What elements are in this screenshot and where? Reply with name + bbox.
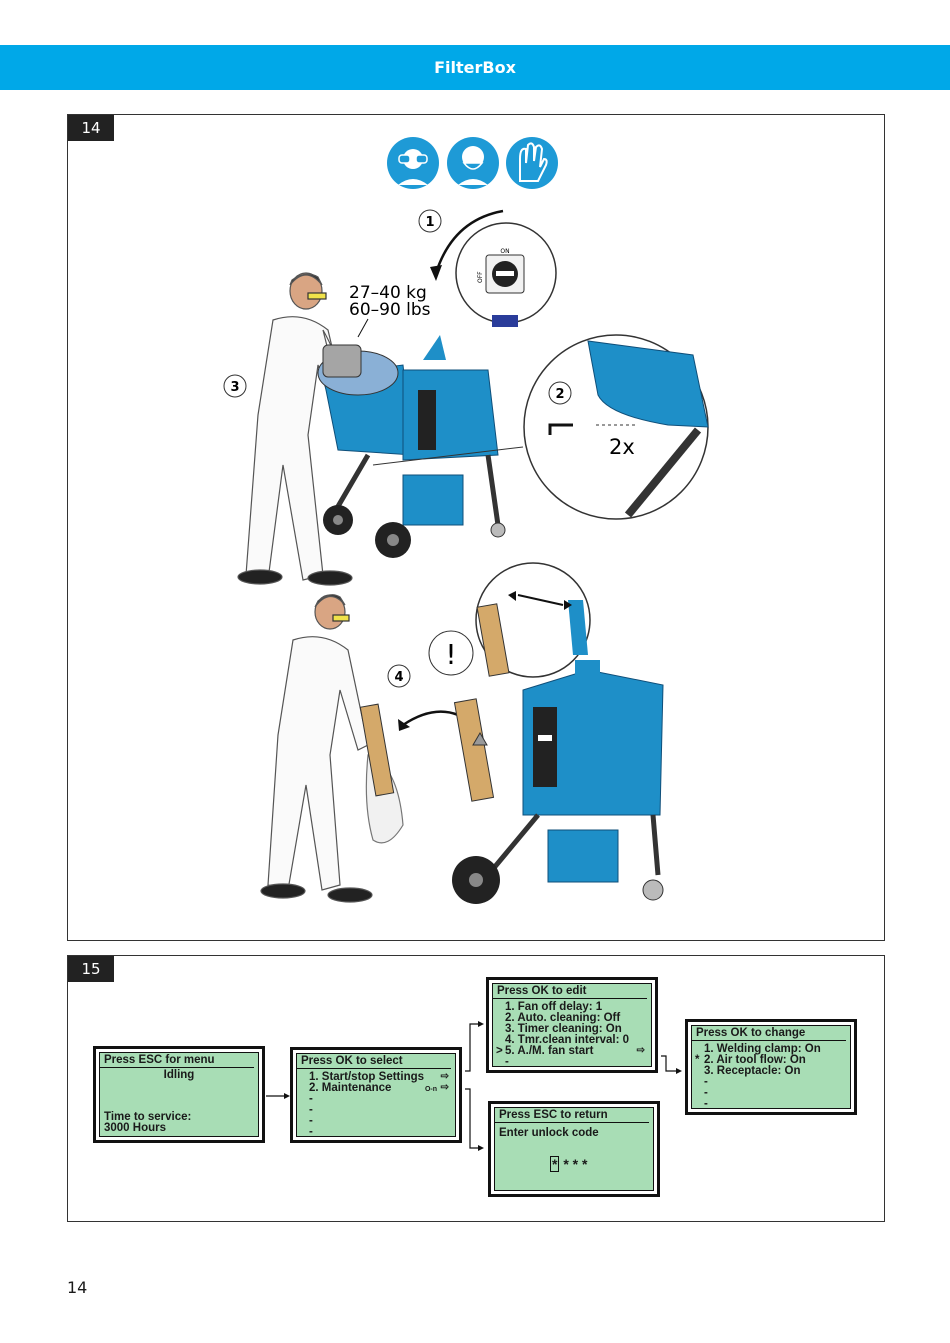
lcd-main-status: Idling	[163, 1069, 195, 1081]
code-digit-active[interactable]: *	[550, 1156, 560, 1172]
lcd-screen-select: Press OK to select 1. Start/stop Setting…	[290, 1047, 462, 1143]
lcd-service-value: 3000 Hours	[104, 1122, 167, 1134]
lcd-unlock-title: Press ESC to return	[495, 1108, 649, 1123]
lcd-select-item: -	[309, 1093, 313, 1105]
lcd-screen-change: Press OK to change 1. Welding clamp: On …	[685, 1019, 857, 1115]
lcd-edit-item[interactable]: 2. Auto. cleaning: Off	[505, 1012, 621, 1024]
header-bar: FilterBox	[0, 45, 950, 90]
callout-2: 2	[555, 387, 564, 402]
step-15-panel: 15 Press ESC for menu Idling Time to ser…	[67, 955, 885, 1222]
lcd-edit-item: -	[505, 1056, 509, 1068]
dust-mask-icon	[447, 137, 499, 189]
step-14-illustration: 1 ON OFF 27–40 kg 60–90 lbs 3	[223, 137, 709, 904]
lcd-edit-cursor: >	[496, 1045, 503, 1057]
lcd-screen-main: Press ESC for menu Idling Time to servic…	[93, 1046, 265, 1143]
filterbox-machine-2	[452, 660, 664, 904]
lcd-change-marker: *	[695, 1054, 700, 1066]
lcd-service-label: Time to service:	[104, 1111, 192, 1123]
lcd-screen-edit: Press OK to edit 1. Fan off delay: 1 2. …	[486, 977, 658, 1073]
switch-off-label: OFF	[477, 271, 484, 283]
step-15-arrows	[266, 1021, 682, 1151]
code-digits-rest: * * *	[563, 1156, 588, 1172]
header-title: FilterBox	[434, 58, 516, 77]
lcd-edit-item[interactable]: 5. A./M. fan start	[505, 1045, 594, 1057]
safety-glasses-icon	[387, 137, 439, 189]
weight-kg: 27–40 kg	[349, 283, 427, 303]
lcd-select-item[interactable]: 2. Maintenance	[309, 1082, 392, 1094]
lcd-change-item: -	[704, 1076, 708, 1088]
lcd-change-item: -	[704, 1098, 708, 1110]
gloves-icon	[506, 137, 558, 189]
lcd-screen-unlock: Press ESC to return Enter unlock code * …	[488, 1101, 660, 1197]
lcd-change-item: -	[704, 1087, 708, 1099]
callout-1: 1	[425, 215, 434, 230]
submenu-arrow-icon: ⇨	[440, 1071, 449, 1082]
lcd-edit-item[interactable]: 4. Tmr.clean interval: 0	[505, 1034, 630, 1046]
lcd-select-item: -	[309, 1104, 313, 1116]
lcd-change-item[interactable]: 3. Receptacle: On	[704, 1065, 801, 1077]
lcd-select-item: -	[309, 1126, 313, 1138]
submenu-arrow-icon: ⇨	[636, 1045, 645, 1056]
callout-3: 3	[230, 380, 239, 395]
switch-on-label: ON	[500, 248, 509, 255]
step-15-tag: 15	[68, 956, 114, 982]
lcd-main-title: Press ESC for menu	[100, 1053, 254, 1068]
lcd-edit-item[interactable]: 1. Fan off delay: 1	[505, 1001, 603, 1013]
screws-count: 2x	[609, 435, 635, 459]
lcd-unlock-prompt: Enter unlock code	[499, 1127, 599, 1139]
filterbox-machine-1	[317, 335, 506, 558]
lcd-change-item[interactable]: 1. Welding clamp: On	[704, 1043, 821, 1055]
key-icon: O‑n	[424, 1086, 437, 1093]
step-14-tag: 14	[68, 115, 114, 141]
lcd-edit-item[interactable]: 3. Timer cleaning: On	[505, 1023, 622, 1035]
lcd-edit-title: Press OK to edit	[493, 984, 647, 999]
lcd-change-title: Press OK to change	[692, 1026, 846, 1041]
weight-lbs: 60–90 lbs	[349, 300, 431, 320]
callout-4: 4	[394, 670, 403, 685]
lcd-select-item[interactable]: 1. Start/stop Settings	[309, 1071, 425, 1083]
lcd-change-item[interactable]: 2. Air tool flow: On	[704, 1054, 806, 1066]
step-14-panel: 14 1 ON OFF	[67, 114, 885, 941]
warning-mark: !	[445, 638, 456, 671]
lcd-select-item: -	[309, 1115, 313, 1127]
page-number: 14	[67, 1278, 88, 1297]
locked-submenu-arrow-icon: ⇨	[440, 1082, 449, 1093]
lcd-select-title: Press OK to select	[297, 1054, 451, 1069]
